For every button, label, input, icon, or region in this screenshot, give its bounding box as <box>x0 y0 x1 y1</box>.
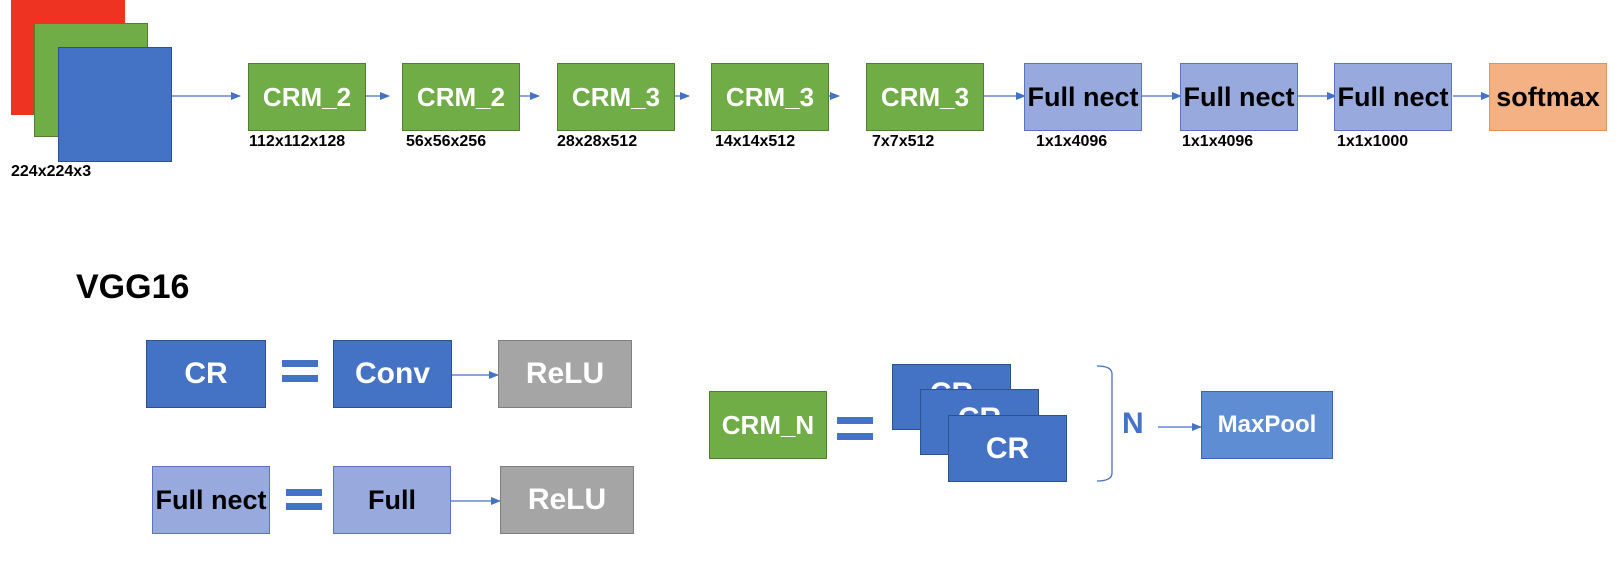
legend-crm-n-block: CRM_N <box>709 391 827 459</box>
diagram-title: VGG16 <box>76 268 190 306</box>
dims-label: 56x56x256 <box>406 133 487 150</box>
equals-bar-bottom <box>282 375 318 382</box>
block-crm-3-b: CRM_3 <box>711 63 829 131</box>
legend-relu-block: ReLU <box>500 466 634 534</box>
block-crm-3-c: CRM_3 <box>866 63 984 131</box>
dims-label: 1x1x1000 <box>1337 133 1409 150</box>
block-full-nect-a: Full nect <box>1024 63 1142 131</box>
dims-label: 1x1x4096 <box>1182 133 1254 150</box>
repeat-count-n: N <box>1122 407 1144 440</box>
legend-relu-block: ReLU <box>498 340 632 408</box>
legend-full-nect-block: Full nect <box>152 466 270 534</box>
block-softmax: softmax <box>1489 63 1607 131</box>
dims-label: 7x7x512 <box>872 133 935 150</box>
equals-bar-top <box>286 489 322 496</box>
legend-full-block: Full <box>333 466 451 534</box>
input-dims: 224x224x3 <box>11 163 92 180</box>
dims-label: 28x28x512 <box>557 133 638 150</box>
equals-bar-bottom <box>837 433 873 440</box>
cr-stack-block: CR <box>948 415 1067 482</box>
block-full-nect-b: Full nect <box>1180 63 1298 131</box>
block-full-nect-c: Full nect <box>1334 63 1452 131</box>
legend-maxpool-block: MaxPool <box>1201 391 1333 459</box>
dims-label: 14x14x512 <box>715 133 796 150</box>
dims-label: 112x112x128 <box>249 133 346 150</box>
legend-cr-block: CR <box>146 340 266 408</box>
dims-label: 1x1x4096 <box>1036 133 1108 150</box>
block-crm-2-a: CRM_2 <box>248 63 366 131</box>
equals-bar-top <box>837 417 873 424</box>
n-bracket <box>1096 365 1113 482</box>
block-crm-3-a: CRM_3 <box>557 63 675 131</box>
input-blue-channel <box>58 47 172 162</box>
equals-bar-top <box>282 360 318 367</box>
block-crm-2-b: CRM_2 <box>402 63 520 131</box>
legend-conv-block: Conv <box>333 340 452 408</box>
equals-bar-bottom <box>286 503 322 510</box>
